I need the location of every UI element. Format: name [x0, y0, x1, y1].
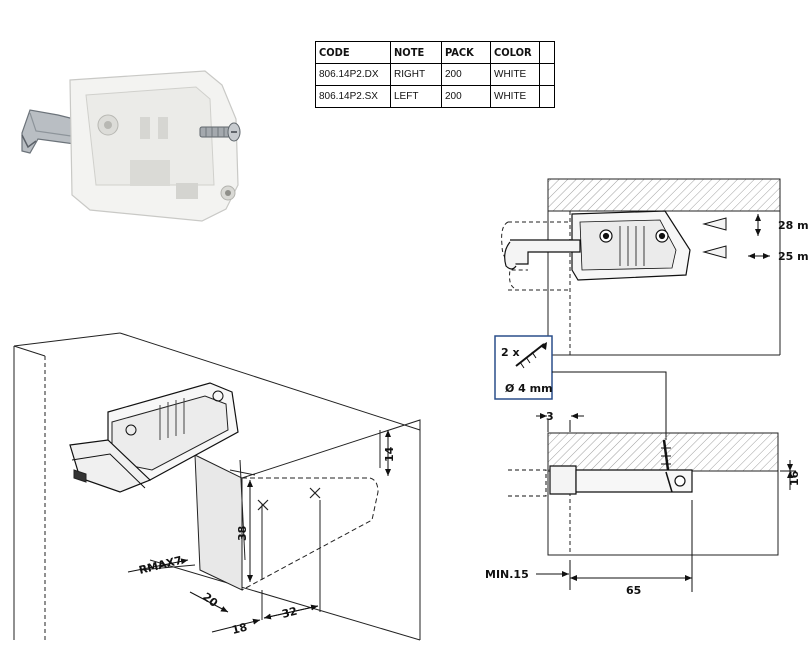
plastic-body-shape: [69, 70, 239, 222]
fitting-isometric-shape: [69, 382, 239, 493]
dim-16-label: 16: [788, 470, 801, 486]
screw-shape: [199, 122, 241, 142]
dimension-arrows-left: [127, 430, 391, 633]
dim-20-label: 20: [200, 590, 220, 610]
dim-18-label: 18: [231, 621, 249, 637]
table-row: 806.14P2.DX RIGHT 200 WHITE: [315, 63, 555, 86]
dim-65-label: 65: [626, 584, 641, 597]
cell-note: LEFT: [390, 85, 442, 108]
adjustment-icons: [702, 214, 770, 259]
isometric-drawing: [13, 332, 421, 641]
screw-diameter-label: Ø 4 mm: [505, 382, 553, 395]
product-photo: [0, 35, 272, 247]
top-view-lower: [547, 432, 779, 556]
radius-label: RMAX7: [138, 554, 184, 577]
dim-3-label: 3: [546, 410, 554, 423]
screw-spec-box: 2 x Ø 4 mm: [494, 335, 553, 400]
screw-qty-label: 2 x: [501, 346, 520, 359]
fitting-top-view-shape: [508, 439, 693, 497]
adjust-25-label: 25 m: [778, 250, 808, 263]
dim-32-label: 32: [281, 605, 299, 621]
cell-extra: [539, 85, 555, 108]
fitting-side-view-shape: [504, 210, 691, 281]
min-15-label: MIN.15: [485, 568, 529, 581]
cell-code: 806.14P2.SX: [315, 85, 391, 108]
spec-table: CODE NOTE PACK COLOR 806.14P2.DX RIGHT 2…: [315, 41, 555, 108]
table-row: 806.14P2.SX LEFT 200 WHITE: [315, 85, 555, 108]
dim-38-label: 38: [236, 526, 249, 541]
adjust-28-label: 28 m: [778, 219, 808, 232]
dimension-arrows-right: [536, 413, 796, 592]
side-view-upper: [501, 178, 781, 356]
dim-14-label: 14: [383, 446, 396, 462]
